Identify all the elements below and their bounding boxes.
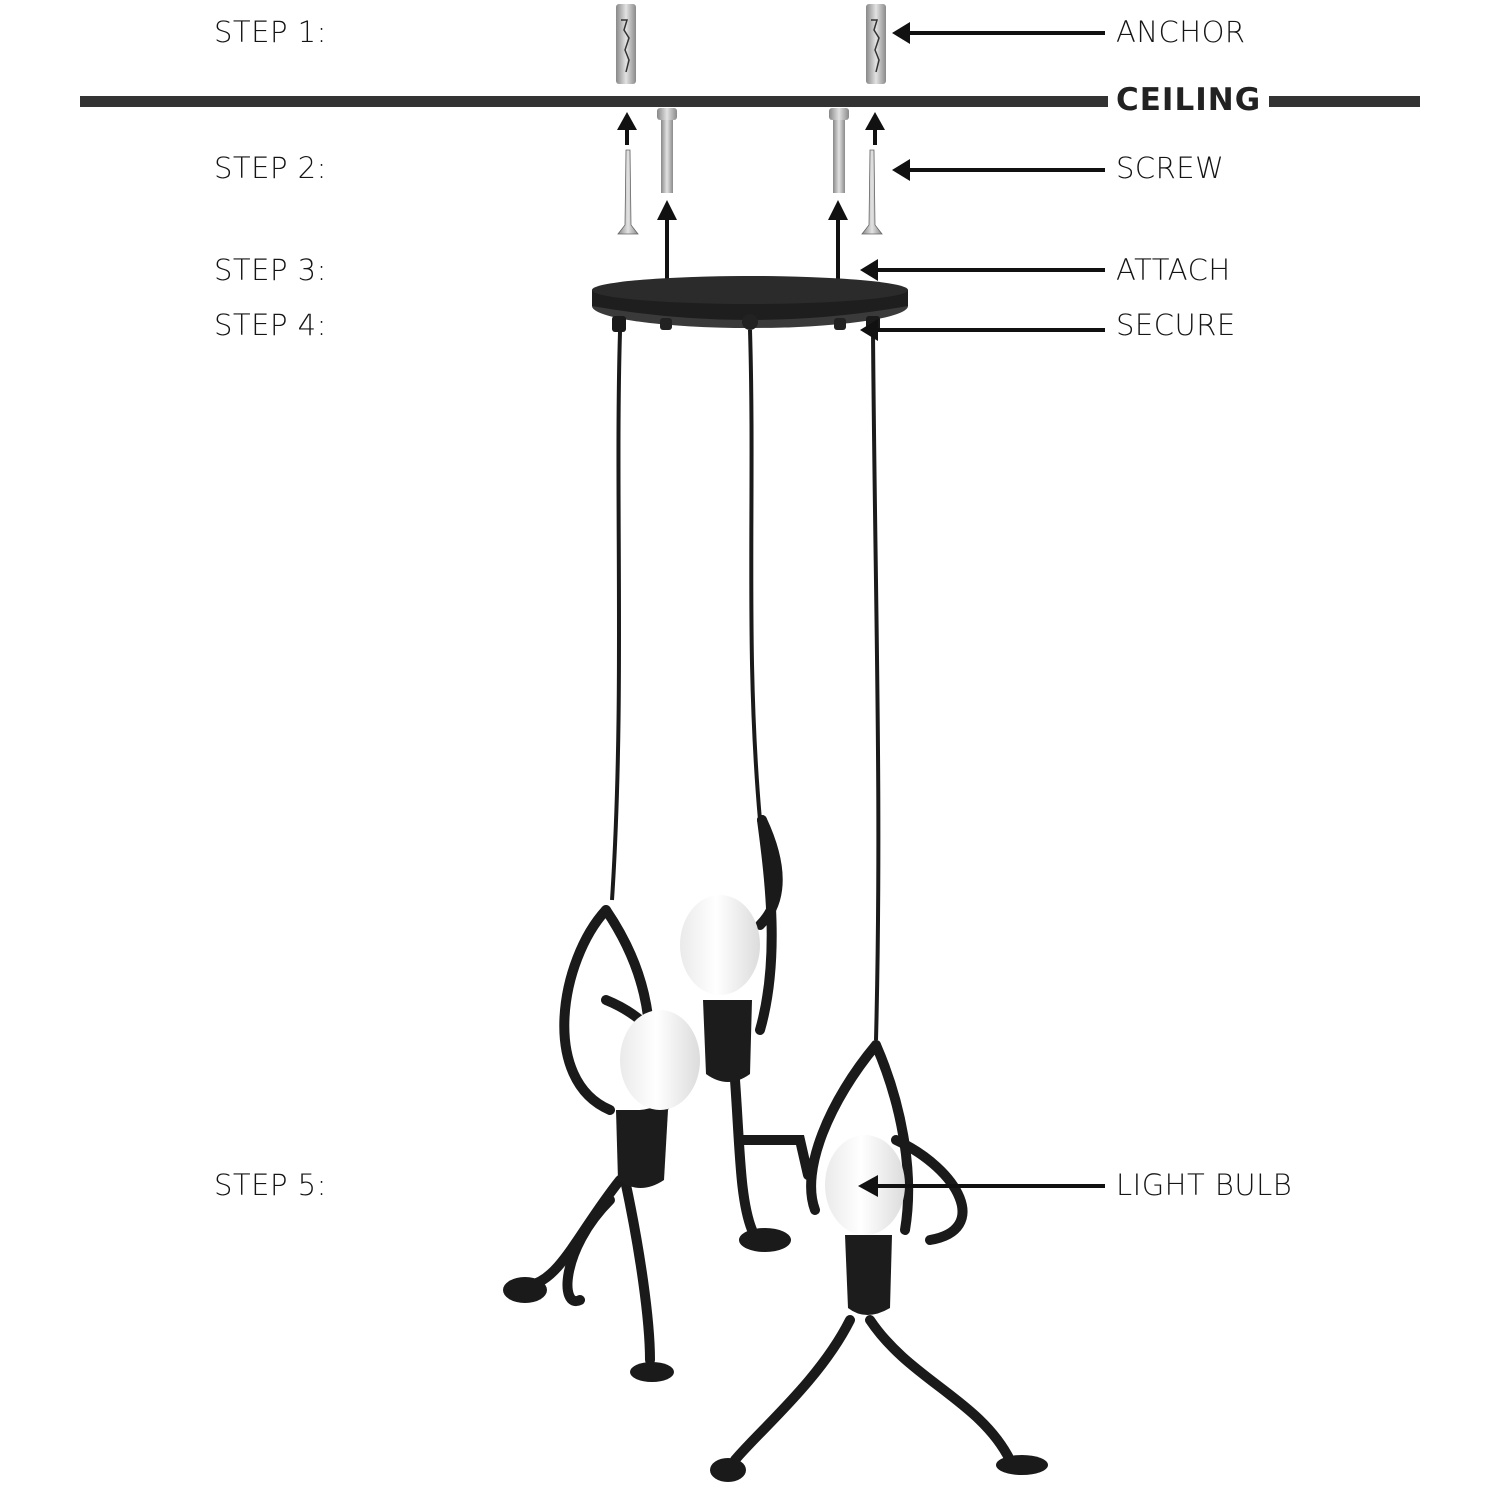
light-bulb-right — [825, 1135, 905, 1315]
climbing-figure-lamp-right — [730, 1040, 1015, 1465]
pendant-cords — [610, 329, 881, 1041]
climbing-figure-lamp-middle — [730, 815, 813, 1235]
figure-foot — [503, 1277, 547, 1303]
step-1-label: STEP 1: — [214, 15, 327, 49]
step-2-label: STEP 2: — [214, 151, 327, 185]
anchor-icon — [616, 4, 886, 84]
light-bulb-middle — [680, 895, 760, 1082]
bolt-icon — [657, 108, 849, 193]
step-5-label: STEP 5: — [214, 1168, 327, 1202]
figure-foot — [630, 1362, 674, 1382]
figure-foot — [739, 1228, 791, 1252]
step-4-label: STEP 4: — [214, 308, 327, 342]
step-3-label: STEP 3: — [214, 253, 327, 287]
screw-icon — [617, 149, 883, 235]
ceiling-canopy-plate — [592, 276, 908, 332]
light-bulb-left — [616, 1010, 700, 1188]
anchor-callout: ANCHOR — [1116, 15, 1246, 49]
screw-callout: SCREW — [1116, 151, 1225, 185]
light-bulb-callout: LIGHT BULB — [1116, 1168, 1293, 1202]
figure-foot — [996, 1455, 1048, 1475]
callout-arrows — [858, 22, 1105, 1197]
secure-callout: SECURE — [1116, 308, 1236, 342]
ceiling-label: CEILING — [1108, 85, 1270, 116]
ceiling-line — [80, 96, 1420, 107]
figure-foot — [710, 1458, 746, 1482]
attach-callout: ATTACH — [1116, 253, 1231, 287]
